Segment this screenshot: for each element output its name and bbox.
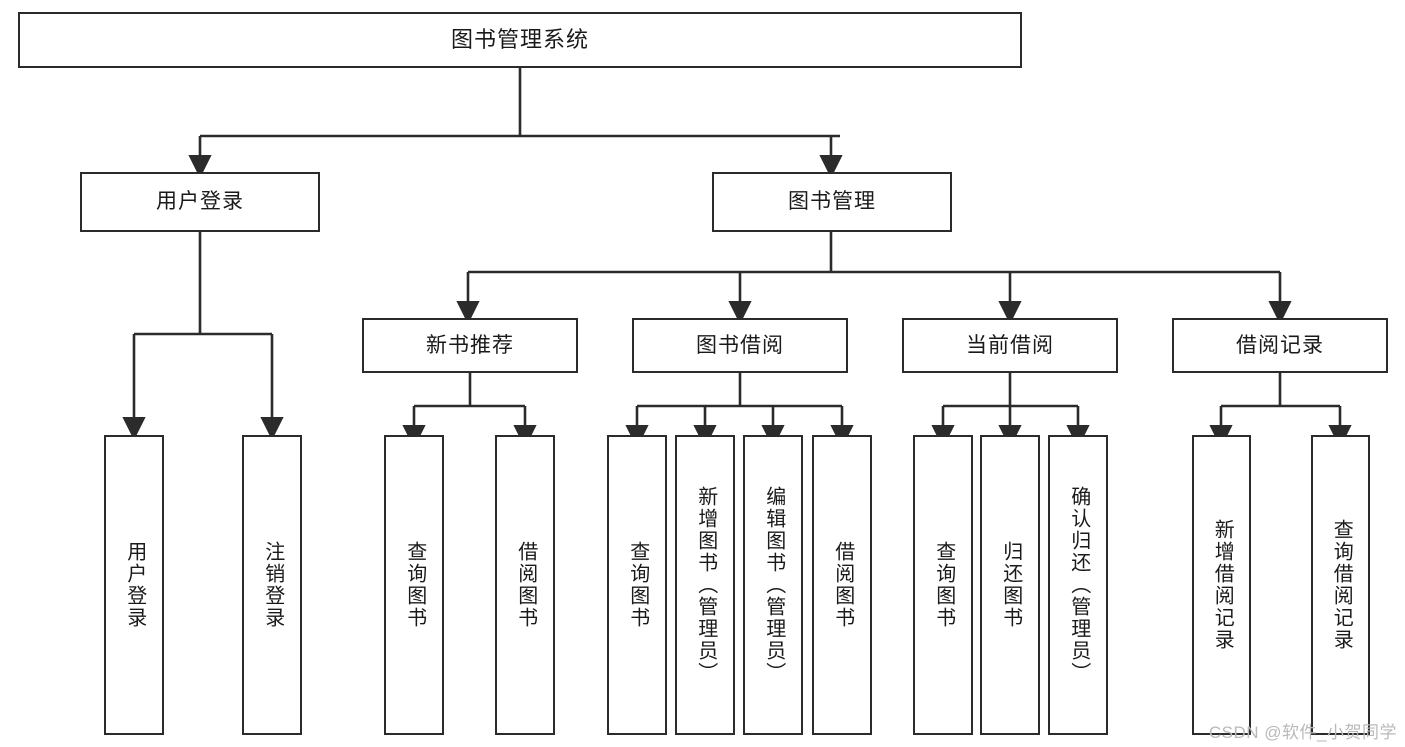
leaf-user-login[interactable]: 用户登录 — [104, 435, 164, 735]
leaf-add-record-label: 新增借阅记录 — [1211, 519, 1234, 651]
node-current-borrow[interactable]: 当前借阅 — [902, 318, 1118, 373]
node-book-manage[interactable]: 图书管理 — [712, 172, 952, 232]
node-user-login-label: 用户登录 — [156, 190, 244, 214]
leaf-borrow-book-1-label: 借阅图书 — [514, 541, 537, 629]
node-new-book-recommend-label: 新书推荐 — [426, 333, 514, 357]
leaf-borrow-book-2[interactable]: 借阅图书 — [812, 435, 872, 735]
leaf-query-book-2-label: 查询图书 — [626, 541, 649, 629]
node-user-login[interactable]: 用户登录 — [80, 172, 320, 232]
leaf-add-record[interactable]: 新增借阅记录 — [1192, 435, 1251, 735]
node-book-borrow-label: 图书借阅 — [696, 333, 784, 357]
leaf-logout-login-label: 注销登录 — [261, 541, 284, 629]
leaf-query-record-label: 查询借阅记录 — [1330, 519, 1353, 651]
node-current-borrow-label: 当前借阅 — [966, 333, 1054, 357]
leaf-edit-book[interactable]: 编辑图书（管理员） — [743, 435, 803, 735]
node-root-label: 图书管理系统 — [450, 26, 589, 52]
node-new-book-recommend[interactable]: 新书推荐 — [362, 318, 578, 373]
node-root[interactable]: 图书管理系统 — [18, 12, 1022, 68]
leaf-add-book-label: 新增图书（管理员） — [694, 486, 717, 684]
leaf-query-book-1[interactable]: 查询图书 — [384, 435, 444, 735]
node-borrow-record-label: 借阅记录 — [1236, 333, 1324, 357]
leaf-confirm-return[interactable]: 确认归还（管理员） — [1048, 435, 1108, 735]
leaf-query-record[interactable]: 查询借阅记录 — [1311, 435, 1370, 735]
leaf-confirm-return-label: 确认归还（管理员） — [1067, 486, 1090, 684]
node-book-manage-label: 图书管理 — [788, 190, 876, 214]
leaf-user-login-label: 用户登录 — [123, 541, 146, 629]
leaf-query-book-1-label: 查询图书 — [403, 541, 426, 629]
leaf-edit-book-label: 编辑图书（管理员） — [762, 486, 785, 684]
leaf-borrow-book-1[interactable]: 借阅图书 — [495, 435, 555, 735]
watermark: CSDN @软件_小贺同学 — [1208, 723, 1397, 742]
leaf-query-book-3-label: 查询图书 — [932, 541, 955, 629]
leaf-query-book-3[interactable]: 查询图书 — [913, 435, 973, 735]
leaf-logout-login[interactable]: 注销登录 — [242, 435, 302, 735]
leaf-query-book-2[interactable]: 查询图书 — [607, 435, 667, 735]
node-book-borrow[interactable]: 图书借阅 — [632, 318, 848, 373]
leaf-borrow-book-2-label: 借阅图书 — [831, 541, 854, 629]
leaf-return-book[interactable]: 归还图书 — [980, 435, 1040, 735]
leaf-add-book[interactable]: 新增图书（管理员） — [675, 435, 735, 735]
node-borrow-record[interactable]: 借阅记录 — [1172, 318, 1388, 373]
leaf-return-book-label: 归还图书 — [999, 541, 1022, 629]
